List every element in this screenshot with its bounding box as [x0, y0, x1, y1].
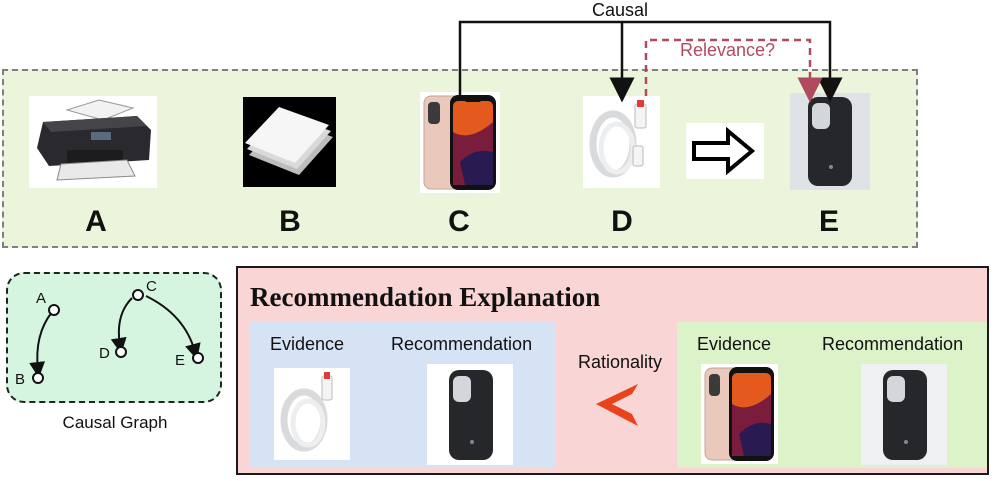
item-label-c: C	[448, 205, 470, 238]
causal-label: Causal	[591, 0, 649, 20]
left-recommendation-label: Recommendation	[391, 334, 533, 354]
hollow-right-arrow-icon	[686, 123, 764, 179]
item-label-d: D	[611, 205, 633, 238]
cg-node-b	[32, 372, 44, 384]
item-label-b: B	[279, 205, 301, 238]
paper-stack-icon	[243, 97, 336, 187]
right-evidence-label: Evidence	[697, 334, 772, 354]
causal-graph-title: Causal Graph	[62, 413, 168, 432]
causal-edge-c-e	[458, 20, 843, 103]
phone-case-icon	[790, 93, 870, 190]
phone-case-icon	[861, 364, 947, 465]
printer-icon	[29, 96, 157, 188]
item-label-e: E	[818, 205, 839, 238]
cg-label-d: D	[99, 345, 110, 362]
usb-cable-icon	[274, 368, 350, 460]
cg-node-a	[48, 304, 60, 316]
cg-node-e	[192, 352, 204, 364]
relevance-label: Relevance?	[680, 40, 776, 60]
rationality-label: Rationality	[577, 352, 663, 372]
smartphone-icon	[420, 92, 500, 193]
item-label-a: A	[85, 205, 107, 238]
relevance-edge-d-e	[644, 38, 823, 103]
usb-cable-icon	[583, 96, 660, 188]
less-than-symbol-icon	[596, 384, 638, 426]
right-recommendation-label: Recommendation	[822, 334, 964, 354]
cg-label-b: B	[15, 371, 26, 388]
explanation-title: Recommendation Explanation	[250, 282, 601, 312]
cg-label-c: C	[146, 278, 157, 295]
smartphone-icon	[701, 364, 778, 464]
cg-label-e: E	[175, 352, 186, 369]
cg-node-c	[132, 289, 144, 301]
phone-case-icon	[427, 364, 513, 465]
left-evidence-label: Evidence	[270, 334, 345, 354]
cg-node-d	[115, 346, 127, 358]
cg-label-a: A	[36, 290, 47, 307]
